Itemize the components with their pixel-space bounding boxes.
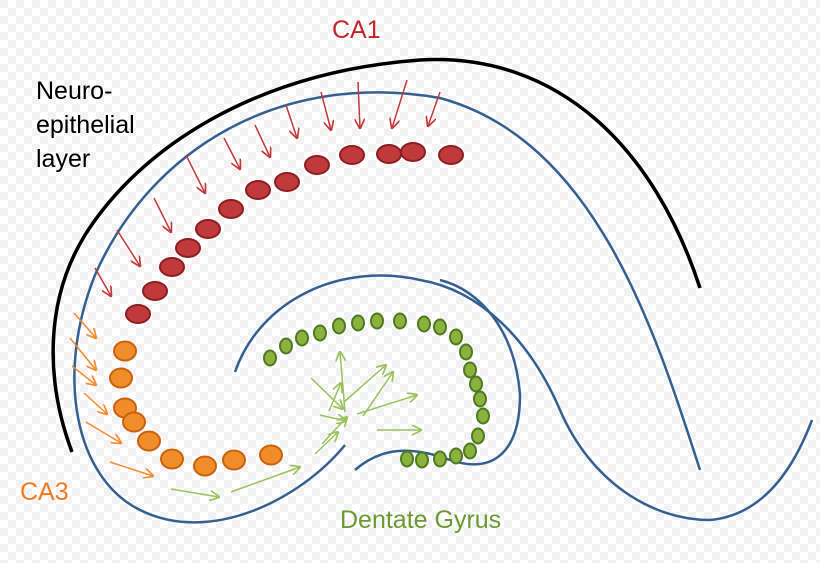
ca1-cell xyxy=(245,180,271,200)
ca1-migration-arrow xyxy=(392,79,408,128)
dentate-cell xyxy=(476,407,490,425)
ca3-cell xyxy=(137,430,161,452)
dentate-lower-outline xyxy=(354,278,522,471)
ca1-cell xyxy=(438,145,464,165)
dentate-cell xyxy=(351,314,365,332)
dentate-cell xyxy=(449,447,463,465)
ca1-cell xyxy=(195,219,221,239)
ca1-migration-arrow xyxy=(153,197,171,232)
dentate-cell xyxy=(295,329,309,347)
neuro-label-line-2: epithelial xyxy=(36,111,135,139)
ca1-cells xyxy=(125,142,464,324)
dentate-migration-arrow xyxy=(343,365,386,403)
ca1-migration-arrow xyxy=(116,229,140,266)
ca3-migration-arrow xyxy=(73,312,96,338)
dentate-cell xyxy=(400,450,414,468)
dentate-upper-outline xyxy=(233,274,814,522)
dentate-migration-arrow xyxy=(230,467,300,493)
dentate-migration-arrow xyxy=(319,415,346,421)
ca1-migration-arrows xyxy=(94,79,441,296)
ca3-migration-arrow xyxy=(83,392,107,414)
dentate-cell xyxy=(463,361,477,379)
neuro-label-line-1: Neuro- xyxy=(36,77,113,105)
ca3-cell xyxy=(109,367,133,389)
ca3-migration-arrow xyxy=(71,365,96,385)
ca1-cell xyxy=(218,199,244,219)
ca1-migration-arrow xyxy=(320,91,331,130)
ca1-label: CA1 xyxy=(332,16,381,44)
dentate-cell xyxy=(463,442,477,460)
ca1-migration-arrow xyxy=(285,104,297,138)
ca3-cells xyxy=(109,340,283,477)
ca3-migration-arrow xyxy=(109,461,153,476)
ca1-migration-arrow xyxy=(254,124,270,157)
ca1-cell xyxy=(376,144,402,164)
neuroepithelial-layer-line xyxy=(51,57,702,453)
ca1-cell xyxy=(400,142,426,162)
dentate-migration-arrow xyxy=(362,372,393,417)
hippocampus-outer-outline xyxy=(73,91,702,524)
dentate-migration-arrow xyxy=(340,352,345,413)
ca3-cell xyxy=(122,411,146,433)
dentate-migration-arrow xyxy=(310,377,343,409)
dentate-cell xyxy=(279,337,293,355)
dentate-cell xyxy=(393,312,407,330)
ca1-cell xyxy=(304,155,330,175)
ca3-label: CA3 xyxy=(20,478,69,506)
ca3-cell xyxy=(222,449,246,471)
ca3-cell xyxy=(193,455,217,477)
ca1-cell xyxy=(339,145,365,165)
ca1-migration-arrow xyxy=(185,154,205,193)
dentate-cell xyxy=(433,318,447,336)
ca3-cell xyxy=(160,448,184,470)
ca3-cell xyxy=(259,444,283,466)
ca3-cell xyxy=(113,340,137,362)
ca1-cell xyxy=(274,172,300,192)
dentate-cell xyxy=(415,451,429,469)
dentate-cell xyxy=(263,349,277,367)
dentate-migration-arrows xyxy=(170,352,421,497)
dentate-gyrus-label: Dentate Gyrus xyxy=(340,506,502,534)
ca1-cell xyxy=(175,238,201,258)
dentate-cell xyxy=(332,317,346,335)
ca1-cell xyxy=(142,281,168,301)
dentate-migration-arrow xyxy=(170,488,219,497)
dentate-cell xyxy=(471,427,485,445)
dentate-cells xyxy=(263,312,490,469)
ca1-cell xyxy=(125,304,151,324)
dentate-cell xyxy=(473,390,487,408)
ca1-cell xyxy=(159,257,185,277)
neuro-label-line-3: layer xyxy=(36,145,91,173)
ca3-migration-arrow xyxy=(85,421,121,443)
ca1-migration-arrow xyxy=(94,267,111,296)
ca1-migration-arrow xyxy=(358,81,360,128)
ca1-migration-arrow xyxy=(428,91,441,126)
dentate-cell xyxy=(370,312,384,330)
dentate-cell xyxy=(433,450,447,468)
ca3-migration-arrows xyxy=(69,312,153,476)
dentate-cell xyxy=(459,343,473,361)
ca1-migration-arrow xyxy=(223,137,240,169)
dentate-cell xyxy=(449,328,463,346)
dentate-cell xyxy=(469,375,483,393)
dentate-migration-arrow xyxy=(314,432,338,455)
dentate-cell xyxy=(313,324,327,342)
neuroepithelial-layer-label: Neuro- epithelial layer xyxy=(36,74,135,176)
dentate-migration-arrow xyxy=(328,383,341,412)
dentate-cell xyxy=(417,315,431,333)
ca3-migration-arrow xyxy=(69,337,96,370)
